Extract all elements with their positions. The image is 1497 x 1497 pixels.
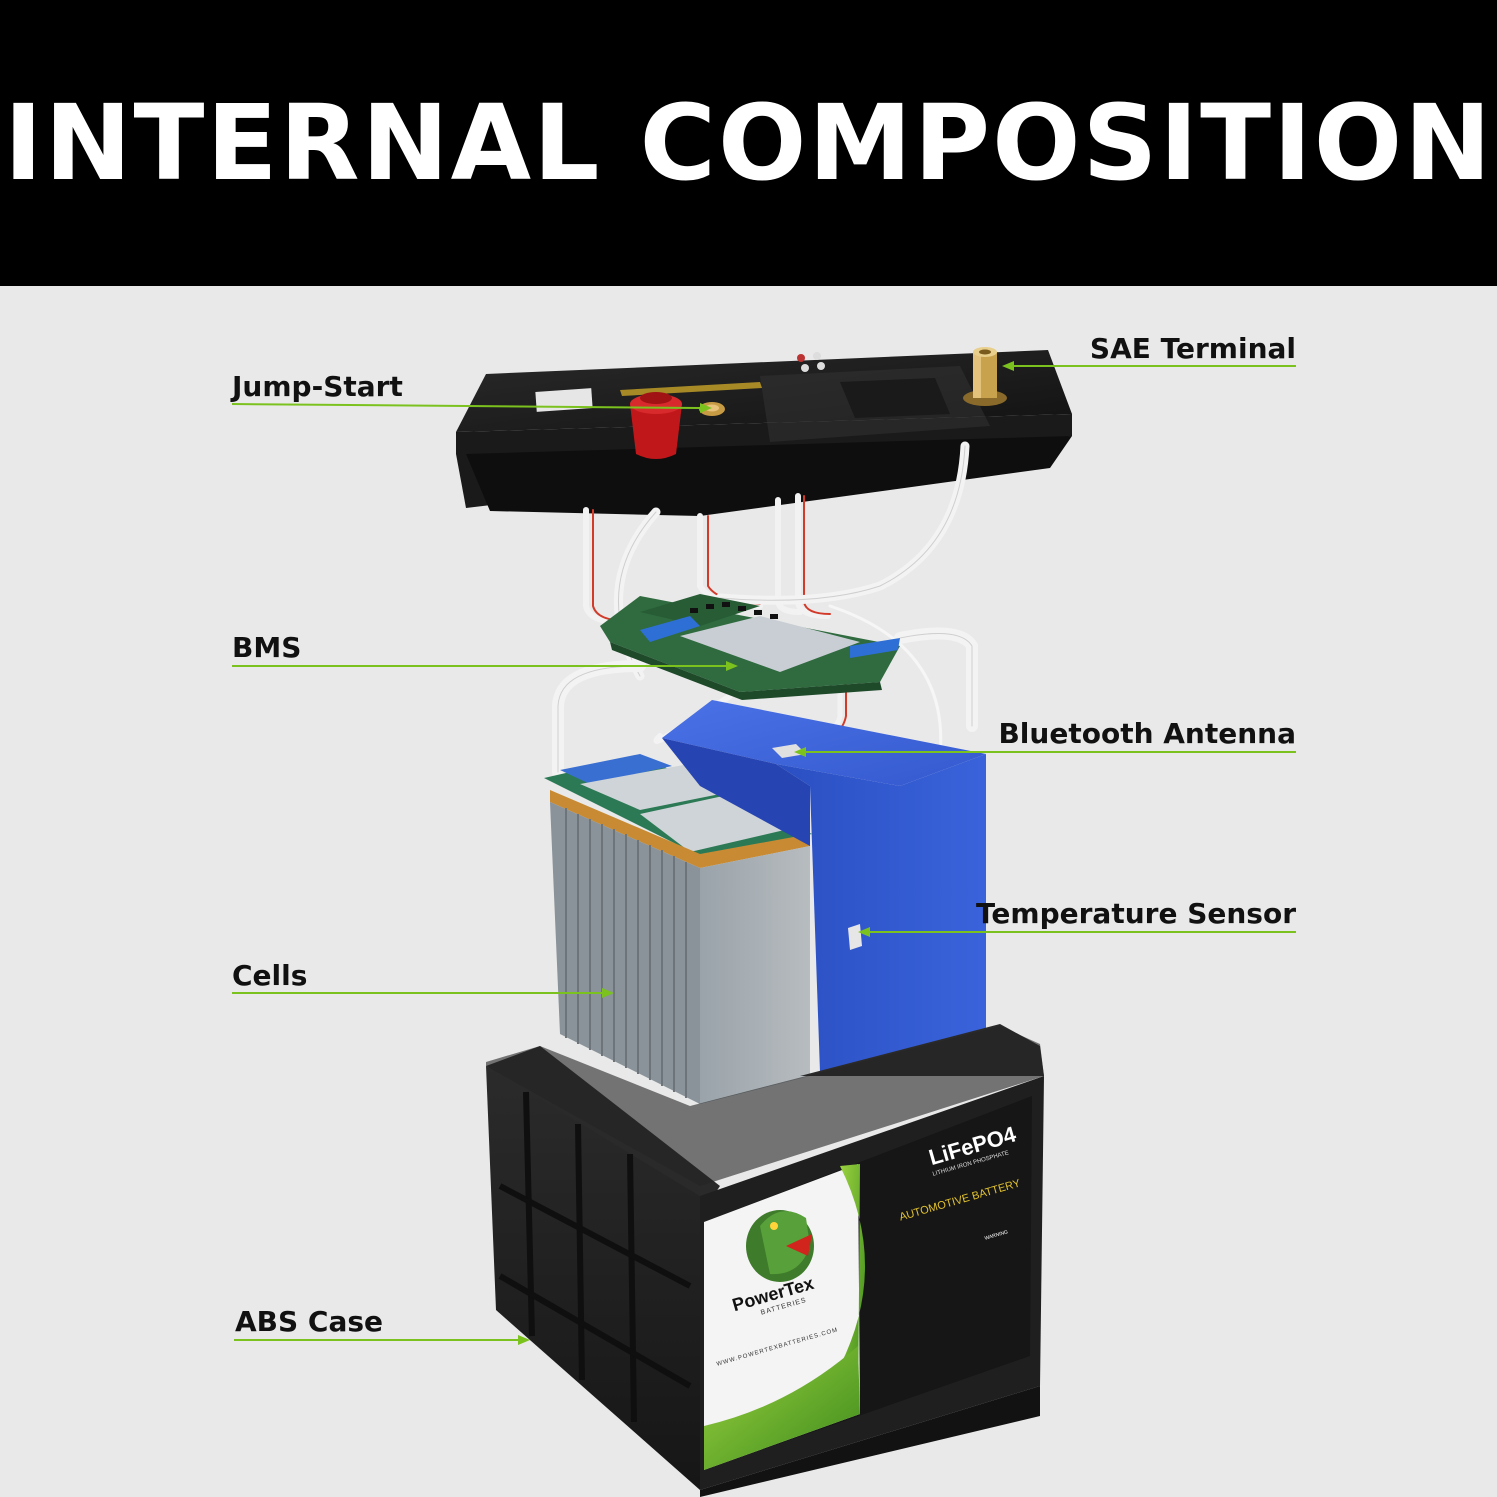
diagram-area: LiFePO4 LITHIUM IRON PHOSPHATE AUTOMOTIV… bbox=[0, 286, 1497, 1497]
bms-board bbox=[600, 594, 900, 700]
label-abs-case: ABS Case bbox=[235, 1305, 384, 1338]
blue-cell-block bbox=[662, 700, 986, 1072]
label-bluetooth-antenna: Bluetooth Antenna bbox=[998, 717, 1296, 750]
leader-lines bbox=[231, 361, 1296, 1345]
product-label bbox=[704, 1096, 1032, 1470]
jump-start-post bbox=[630, 392, 725, 459]
leader-jump-start bbox=[231, 403, 701, 409]
sae-terminal-post bbox=[963, 347, 1007, 406]
title-banner: INTERNAL COMPOSITION bbox=[0, 0, 1497, 286]
label-temperature-sensor: Temperature Sensor bbox=[976, 897, 1296, 930]
dinosaur-logo bbox=[746, 1210, 814, 1282]
label-jump-start: Jump-Start bbox=[232, 370, 403, 403]
lid bbox=[456, 350, 1072, 516]
label-cells: Cells bbox=[232, 959, 308, 992]
battery-exploded-illustration bbox=[231, 347, 1296, 1497]
label-sae-terminal: SAE Terminal bbox=[1089, 332, 1296, 365]
label-bms: BMS bbox=[232, 631, 302, 664]
page-title: INTERNAL COMPOSITION bbox=[3, 82, 1494, 204]
